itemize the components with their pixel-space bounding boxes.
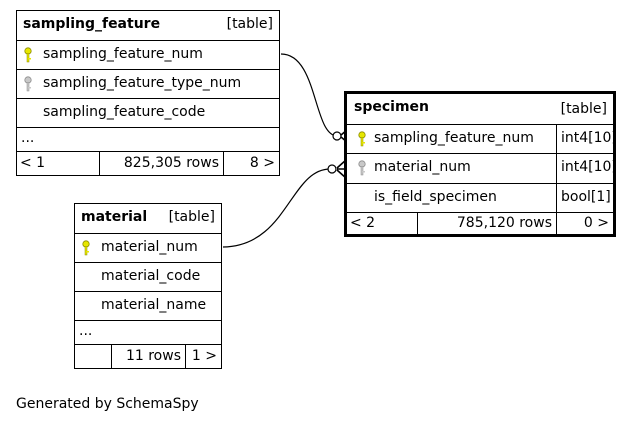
table-sampling-feature[interactable]: sampling_feature [table] sampling_featur… (16, 10, 280, 176)
row-count: 825,305 rows (123, 155, 219, 171)
column-row[interactable]: sampling_feature_num (17, 40, 279, 69)
column-row[interactable]: sampling_feature_type_num (17, 69, 279, 98)
relationship-edge-material-specimen (222, 168, 332, 248)
column-name: sampling_feature_code (43, 104, 206, 120)
parents-link[interactable]: < 2 (347, 213, 417, 234)
children-link[interactable]: 8 > (223, 152, 279, 175)
primary-key-icon (24, 47, 32, 63)
column-type-cell: int4[10] (556, 125, 617, 153)
column-row[interactable]: is_field_specimen bool[1] (347, 183, 613, 212)
column-name: material_name (101, 297, 207, 313)
column-name: material_num (101, 239, 198, 255)
foreign-key-icon (24, 76, 32, 92)
row-count: 11 rows (125, 348, 181, 364)
column-name: sampling_feature_num (374, 130, 534, 146)
ellipsis: ... (79, 323, 93, 339)
column-type: int4[10] (561, 130, 617, 146)
column-name: material_num (374, 159, 471, 175)
row-count: 785,120 rows (456, 215, 552, 231)
table-name: sampling_feature (23, 16, 161, 32)
table-footer: 11 rows 1 > (75, 344, 221, 368)
column-name: sampling_feature_type_num (43, 75, 242, 91)
children-link[interactable]: 0 > (556, 213, 613, 234)
row-count-cell: 825,305 rows (99, 152, 223, 175)
column-type-cell: bool[1] (556, 184, 613, 212)
foreign-key-icon (358, 160, 366, 176)
column-name: sampling_feature_num (43, 46, 203, 62)
generated-by-credit: Generated by SchemaSpy (16, 396, 199, 412)
column-row[interactable]: material_name (75, 291, 221, 320)
more-columns[interactable]: ... (75, 320, 221, 344)
children-count: 1 > (191, 348, 217, 364)
table-footer: < 2 785,120 rows 0 > (347, 212, 613, 234)
children-count: 8 > (249, 155, 275, 171)
table-header[interactable]: material [table] (75, 204, 221, 233)
more-columns[interactable]: ... (17, 127, 279, 151)
parents-count: < 1 (20, 155, 46, 171)
row-count-cell: 11 rows (111, 345, 185, 368)
primary-key-icon (358, 131, 366, 147)
row-count-cell: 785,120 rows (417, 213, 556, 234)
relationship-edge-sampling-feature-specimen (280, 53, 338, 137)
table-specimen[interactable]: specimen [table] sampling_feature_num in… (344, 91, 617, 237)
edge-end-circle (327, 164, 337, 174)
ellipsis: ... (21, 130, 35, 146)
children-count: 0 > (583, 215, 609, 231)
table-kind: [table] (168, 209, 215, 225)
table-kind: [table] (560, 101, 607, 117)
table-name: material (81, 209, 148, 225)
column-name: is_field_specimen (374, 189, 497, 205)
column-type: int4[10] (561, 159, 617, 175)
table-footer: < 1 825,305 rows 8 > (17, 151, 279, 175)
primary-key-icon (82, 240, 90, 256)
column-row[interactable]: material_num int4[10] (347, 153, 617, 183)
children-link[interactable]: 1 > (185, 345, 221, 368)
table-material[interactable]: material [table] material_num material_c… (74, 203, 222, 369)
column-row[interactable]: material_code (75, 262, 221, 291)
parents-link (75, 345, 111, 368)
parents-count: < 2 (350, 215, 376, 231)
column-name: material_code (101, 268, 201, 284)
table-kind: [table] (226, 16, 273, 32)
column-type: bool[1] (561, 189, 611, 205)
table-header[interactable]: sampling_feature [table] (17, 11, 279, 40)
edge-end-circle (332, 131, 342, 141)
table-name: specimen (354, 99, 429, 115)
parents-link[interactable]: < 1 (17, 152, 99, 175)
table-header[interactable]: specimen [table] (347, 94, 613, 124)
column-row[interactable]: sampling_feature_num int4[10] (347, 124, 617, 153)
column-row[interactable]: sampling_feature_code (17, 98, 279, 127)
column-type-cell: int4[10] (556, 154, 617, 183)
column-row[interactable]: material_num (75, 233, 221, 262)
